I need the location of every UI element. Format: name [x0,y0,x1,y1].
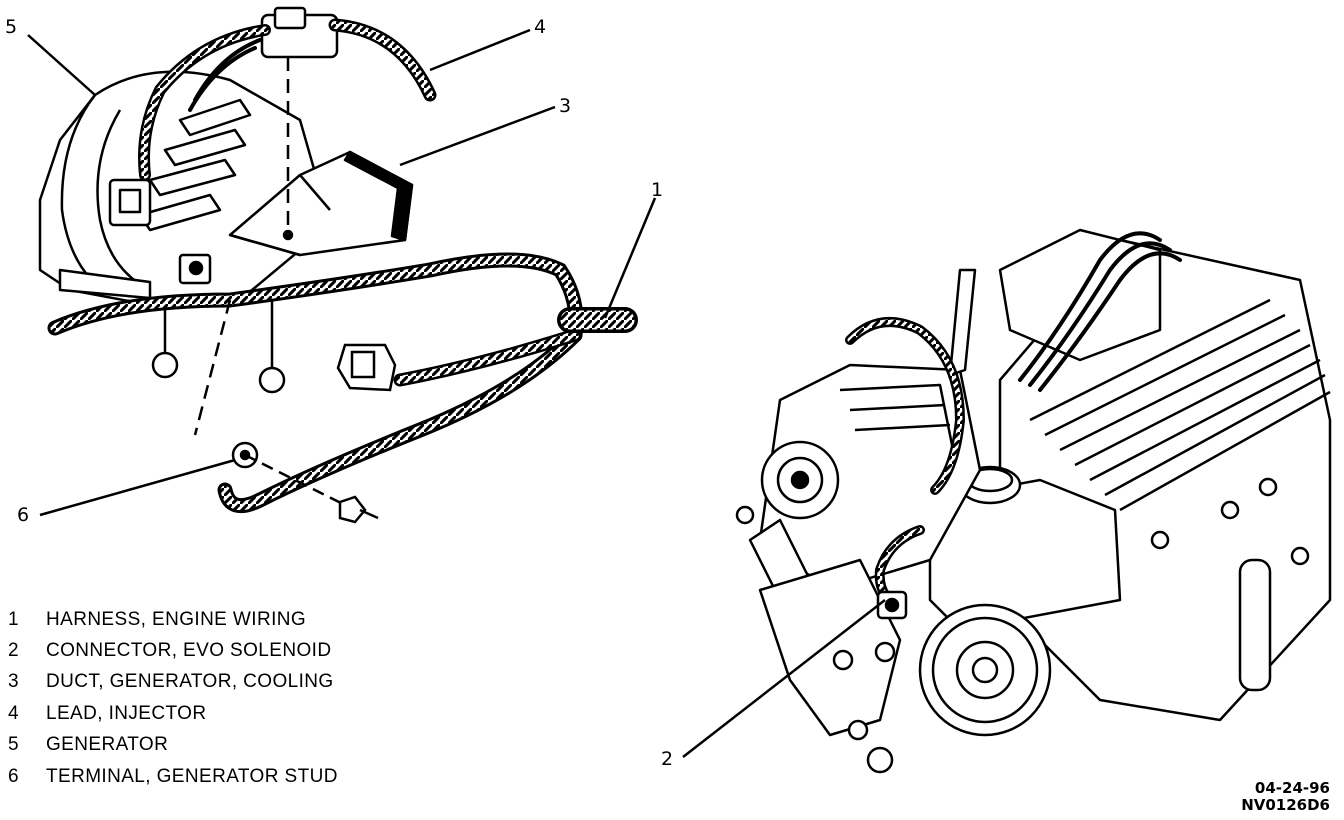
legend-item: 6 TERMINAL, GENERATOR STUD [8,761,338,792]
figure-identifier: 04-24-96 NV0126D6 [1241,780,1330,814]
callout-5: 5 [5,16,17,38]
legend-text: DUCT, GENERATOR, COOLING [46,671,334,693]
harness-wires-top [138,18,437,181]
callout-4: 4 [534,16,546,38]
callout-3: 3 [559,95,571,117]
legend-number: 3 [8,671,19,693]
legend-text: TERMINAL, GENERATOR STUD [46,765,338,787]
legend-number: 2 [8,640,19,662]
harness-connector-top [260,6,339,241]
figure-date: 04-24-96 [1254,779,1330,797]
legend-number: 1 [8,608,19,630]
legend-item: 1 HARNESS, ENGINE WIRING [8,604,338,635]
legend-text: CONNECTOR, EVO SOLENOID [46,640,332,662]
legend-item: 5 GENERATOR [8,730,338,761]
engine-wiring-harness [47,252,638,514]
harness-connector-mid [336,343,397,392]
legend-number: 4 [8,702,19,724]
legend-item: 2 CONNECTOR, EVO SOLENOID [8,635,338,666]
generator-stud-terminal [193,299,379,524]
legend-number: 5 [8,734,19,756]
callout-2: 2 [661,748,673,770]
legend-item: 4 LEAD, INJECTOR [8,698,338,729]
legend-text: HARNESS, ENGINE WIRING [46,608,307,630]
callout-1: 1 [651,179,663,201]
cooling-duct [228,150,414,257]
figure-code: NV0126D6 [1241,796,1330,814]
legend-item: 3 DUCT, GENERATOR, COOLING [8,667,338,698]
legend-number: 6 [8,765,19,787]
parts-legend: 1 HARNESS, ENGINE WIRING 2 CONNECTOR, EV… [8,604,338,792]
evo-solenoid-connector [876,590,908,620]
legend-text: GENERATOR [46,734,169,756]
callout-leaders [27,28,886,758]
engine-detail [735,228,1332,774]
callout-6: 6 [17,504,29,526]
generator-detail [38,70,322,394]
legend-text: LEAD, INJECTOR [46,702,207,724]
